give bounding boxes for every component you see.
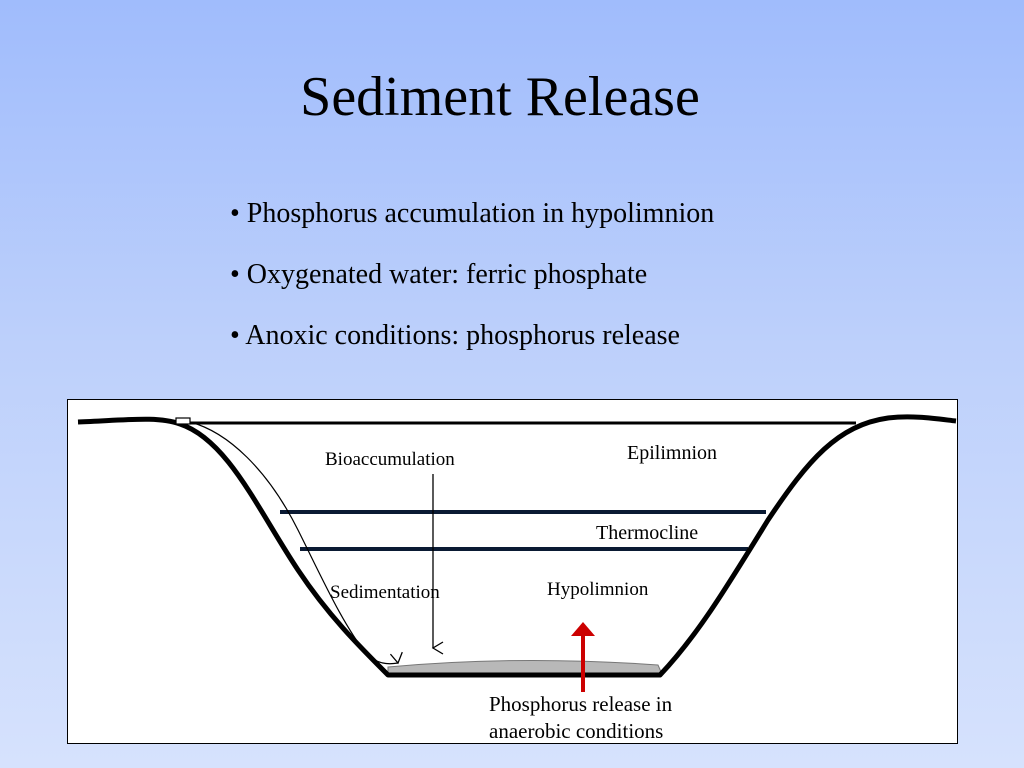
epilimnion-label: Epilimnion	[627, 442, 717, 464]
sedimentation-label: Sedimentation	[330, 582, 440, 603]
release-label-line1: Phosphorus release in	[489, 692, 673, 716]
slide-title: Sediment Release	[300, 66, 700, 128]
hypolimnion-label: Hypolimnion	[547, 579, 649, 600]
sediment-layer	[387, 659, 663, 675]
bullet-item-3: • Anoxic conditions: phosphorus release	[230, 320, 680, 351]
release-label-line2: anaerobic conditions	[489, 719, 663, 743]
lake-stratification-diagram: Bioaccumulation Epilimnion Thermocline S…	[67, 399, 958, 744]
lake-basin-outline	[77, 414, 957, 678]
surface-marker	[175, 417, 191, 425]
diagram-canvas: Bioaccumulation Epilimnion Thermocline S…	[77, 414, 957, 743]
bullet-list: • Phosphorus accumulation in hypolimnion…	[230, 196, 714, 379]
bullet-item-1: • Phosphorus accumulation in hypolimnion	[230, 198, 715, 229]
bioaccumulation-label: Bioaccumulation	[325, 449, 455, 470]
thermocline-label: Thermocline	[596, 522, 698, 544]
phosphorus-release-arrow-head	[571, 622, 595, 636]
bullet-item-2: • Oxygenated water: ferric phosphate	[230, 259, 648, 290]
sedimentation-arrow	[189, 421, 403, 665]
